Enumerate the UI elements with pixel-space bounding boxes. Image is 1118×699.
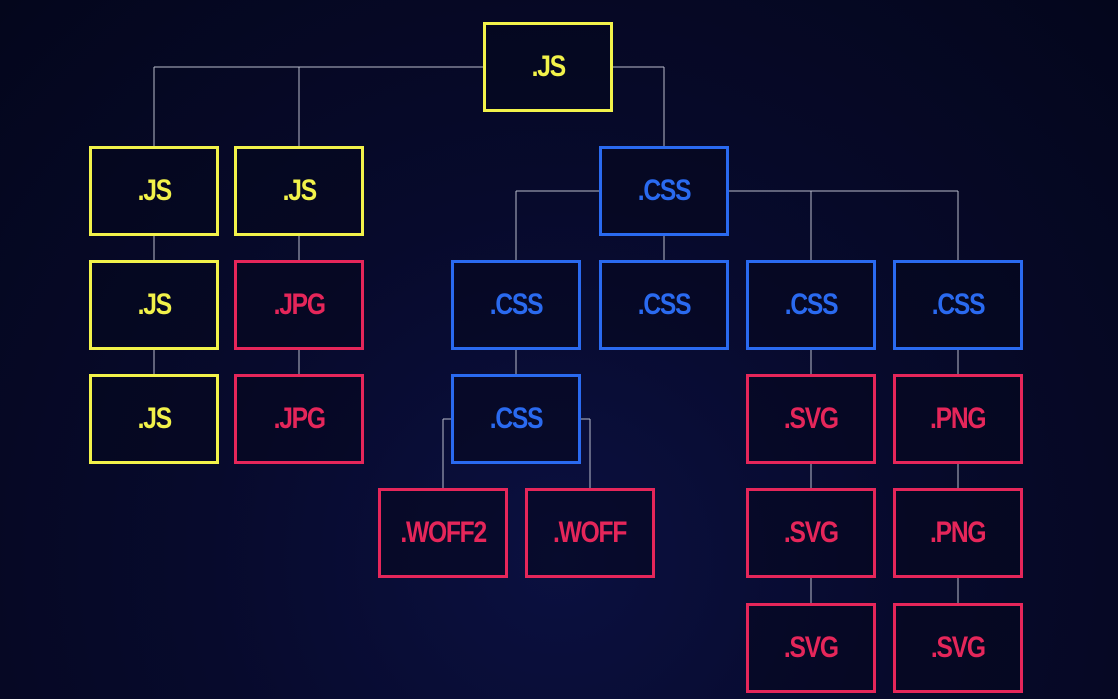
node-woff2: .WOFF2 xyxy=(378,488,508,578)
node-label: .JS xyxy=(137,174,171,207)
node-jpg-b2: .JPG xyxy=(234,260,364,350)
node-label: .WOFF xyxy=(553,516,627,549)
node-label: .CSS xyxy=(489,288,544,321)
node-css-d1: .CSS xyxy=(599,260,729,350)
node-label: .CSS xyxy=(489,402,544,435)
node-label: .PNG xyxy=(930,402,986,435)
node-label: .SVG xyxy=(784,402,839,435)
node-label: .SVG xyxy=(784,516,839,549)
node-root: .JS xyxy=(483,22,613,112)
node-js-a1: .JS xyxy=(89,146,219,236)
node-svg-f4: .SVG xyxy=(893,603,1023,693)
node-label: .JS xyxy=(137,288,171,321)
node-label: .CSS xyxy=(784,288,839,321)
node-png-f3: .PNG xyxy=(893,488,1023,578)
node-label: .WOFF2 xyxy=(400,516,487,549)
node-label: .CSS xyxy=(931,288,986,321)
node-svg-e2: .SVG xyxy=(746,374,876,464)
node-label: .JPG xyxy=(273,402,325,435)
node-png-f2: .PNG xyxy=(893,374,1023,464)
node-css-c2: .CSS xyxy=(451,374,581,464)
node-css-e1: .CSS xyxy=(746,260,876,350)
node-label: .CSS xyxy=(637,174,692,207)
node-woff: .WOFF xyxy=(525,488,655,578)
node-css-c1: .CSS xyxy=(451,260,581,350)
node-label: .SVG xyxy=(784,631,839,664)
node-label: .JS xyxy=(531,50,565,83)
node-js-a2: .JS xyxy=(89,260,219,350)
node-label: .JS xyxy=(137,402,171,435)
node-css-f1: .CSS xyxy=(893,260,1023,350)
node-jpg-b3: .JPG xyxy=(234,374,364,464)
node-label: .JS xyxy=(282,174,316,207)
node-css-main: .CSS xyxy=(599,146,729,236)
node-label: .CSS xyxy=(637,288,692,321)
node-js-b1: .JS xyxy=(234,146,364,236)
node-label: .JPG xyxy=(273,288,325,321)
node-label: .PNG xyxy=(930,516,986,549)
node-js-a3: .JS xyxy=(89,374,219,464)
node-label: .SVG xyxy=(931,631,986,664)
node-svg-e4: .SVG xyxy=(746,603,876,693)
node-svg-e3: .SVG xyxy=(746,488,876,578)
